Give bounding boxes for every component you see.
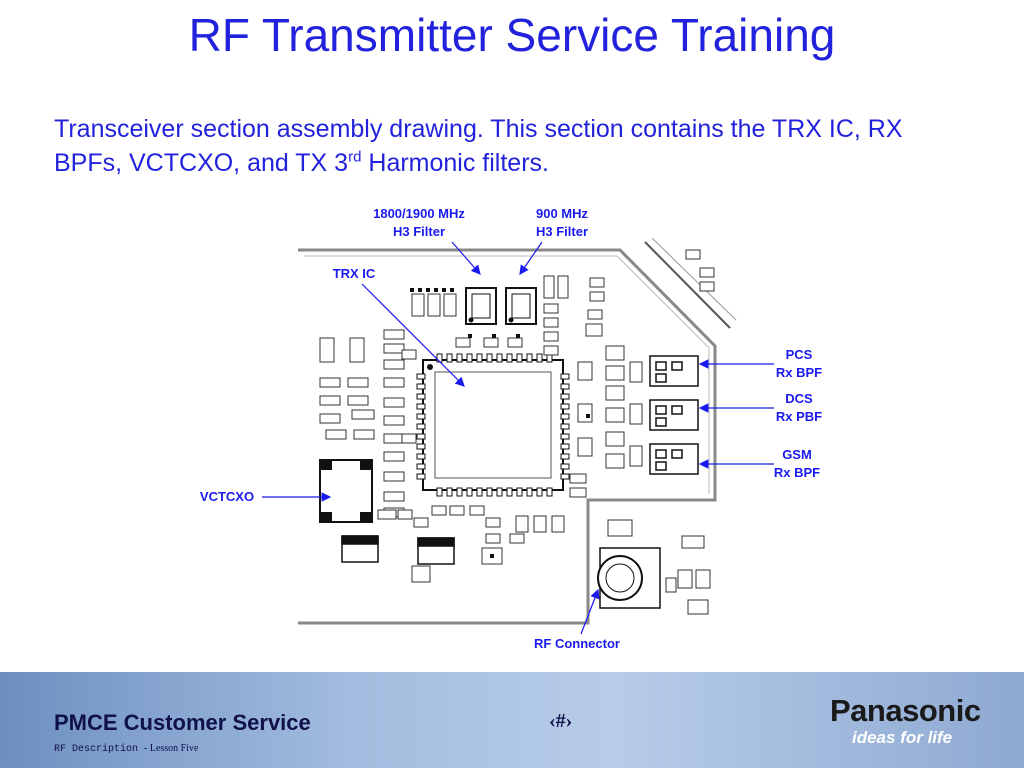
label-dcs-line1: DCS [785, 391, 813, 406]
label-trx-ic: TRX IC [332, 266, 376, 281]
h3-filter-1800 [465, 287, 497, 325]
label-pcs-rx-bpf: PCS Rx BPF [768, 346, 830, 382]
callout-rf-connector [580, 588, 600, 635]
label-pcs-line2: Rx BPF [775, 365, 823, 380]
slide-title: RF Transmitter Service Training [188, 9, 836, 61]
footer-band [0, 672, 1024, 768]
capacitor-c508 [341, 535, 379, 563]
label-h3-filter-900: 900 MHz H3 Filter [520, 205, 604, 241]
label-rf-connector: RF Connector [534, 636, 620, 651]
footer-subtitle: RF Description - Lesson Five [54, 743, 198, 755]
passive-components [319, 249, 715, 615]
subtitle-text-2: Harmonic filters. [361, 149, 549, 177]
assembly-drawing [298, 238, 737, 625]
callout-trx-ic [361, 283, 465, 387]
board-inner-outline [304, 255, 710, 494]
h3-filter-900 [505, 287, 537, 325]
label-dcs-rx-pbf: DCS Rx PBF [768, 390, 830, 426]
gsm-rx-bpf [649, 443, 699, 475]
label-h3-filter-1800: 1800/1900 MHz H3 Filter [362, 205, 476, 241]
footer-sub-part1: RF Description [54, 744, 145, 755]
dcs-rx-bpf [649, 399, 699, 431]
footer-title: PMCE Customer Service [54, 710, 311, 735]
label-pcs-line1: PCS [785, 347, 813, 362]
slide-subtitle: Transceiver section assembly drawing. Th… [54, 112, 934, 180]
vctcxo-package [319, 459, 373, 523]
pcs-rx-bpf [649, 355, 699, 387]
brand-logo: Panasonic [830, 693, 981, 728]
footer-sub-part2: - Lesson Five [144, 743, 199, 754]
board-edge [644, 241, 731, 329]
capacitor-c515 [417, 537, 455, 565]
label-h3-1800-line1: 1800/1900 MHz [373, 206, 465, 221]
subtitle-superscript: rd [348, 148, 362, 166]
label-gsm-rx-bpf: GSM Rx BPF [766, 446, 828, 482]
label-dcs-line2: Rx PBF [775, 409, 823, 424]
label-h3-900-line1: 900 MHz [535, 206, 589, 221]
brand-tagline: ideas for life [852, 728, 953, 747]
label-vctcxo: VCTCXO [199, 489, 255, 504]
subtitle-text-1: Transceiver section assembly drawing. Th… [54, 115, 903, 177]
trx-ic-package [416, 353, 570, 497]
label-gsm-line2: Rx BPF [773, 465, 821, 480]
slide-number: ‹#› [549, 710, 573, 732]
callout-h3-1800 [451, 241, 481, 275]
callout-h3-900 [519, 241, 543, 275]
label-h3-1800-line2: H3 Filter [392, 224, 445, 239]
label-gsm-line1: GSM [782, 447, 812, 462]
label-h3-900-line2: H3 Filter [535, 224, 588, 239]
board-edge [651, 238, 737, 321]
rf-connector-package [597, 547, 661, 609]
pad-row [410, 288, 590, 558]
